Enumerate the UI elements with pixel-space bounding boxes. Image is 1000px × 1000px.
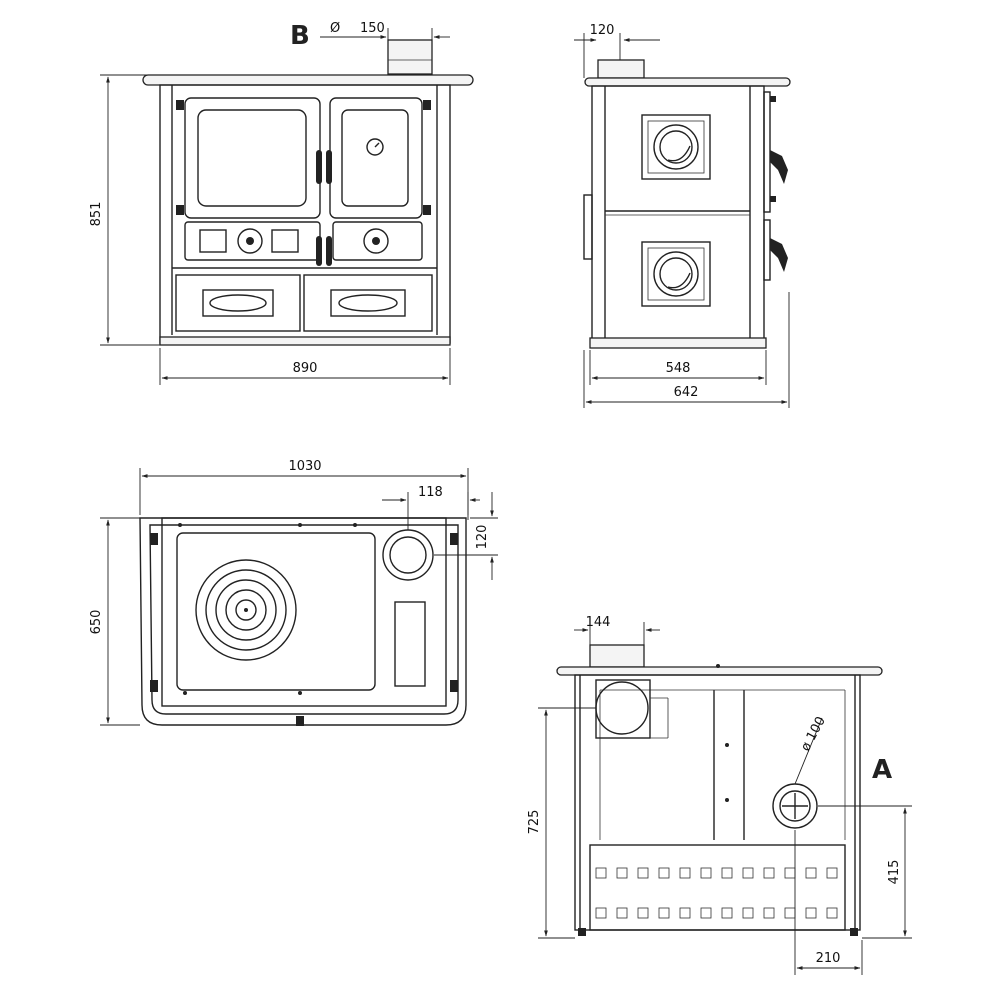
top-cooktop <box>161 517 447 707</box>
front-drawer-right <box>303 274 433 332</box>
hotplate-ring-icon <box>195 559 297 661</box>
back-air-inlet-diameter-dim: ø 100 <box>798 714 829 754</box>
side-total-depth-dim: 642 <box>674 385 699 400</box>
side-body <box>591 85 765 341</box>
door-handle-icon <box>316 150 322 184</box>
side-body-depth-dim: 548 <box>666 361 691 376</box>
view-label-b: B <box>290 21 310 51</box>
air-control-knob-icon <box>363 228 389 254</box>
side-view: 120 548 642 <box>574 23 791 408</box>
door-handle-icon <box>770 150 788 184</box>
back-flue-width-dim: 144 <box>586 615 611 630</box>
top-inspection-cover <box>394 601 426 687</box>
sun-moon-emblem-icon <box>653 124 699 170</box>
top-width-dim: 1030 <box>288 459 321 474</box>
door-handle-icon <box>326 150 332 184</box>
view-label-a: A <box>872 755 892 785</box>
side-panel-emblem-bottom <box>641 241 711 307</box>
back-flue-collar <box>589 644 645 668</box>
back-flue-height-dim: 725 <box>527 810 542 835</box>
top-flue-offset-y-dim: 120 <box>475 525 490 550</box>
front-flue-diameter-symbol: Ø <box>330 21 340 36</box>
side-panel-emblem-top <box>641 114 711 180</box>
front-cooktop <box>142 74 474 86</box>
sun-moon-emblem-icon <box>653 251 699 297</box>
top-flue-offset-x-dim: 118 <box>418 485 443 500</box>
side-flue-offset-dim: 120 <box>590 23 615 38</box>
front-drawer-left <box>175 274 301 332</box>
front-width-dim: 890 <box>293 361 318 376</box>
top-rail-outline <box>139 517 467 726</box>
side-cooktop <box>584 77 791 87</box>
drawer-emblem-icon <box>209 294 267 312</box>
vent-row-top <box>595 867 838 879</box>
air-control-knob-icon <box>237 228 263 254</box>
back-cooktop <box>556 666 883 676</box>
top-depth-dim: 650 <box>89 610 104 635</box>
back-air-inlet-offset-dim: 210 <box>816 951 841 966</box>
drawer-emblem-icon <box>338 294 398 312</box>
front-flue-collar <box>387 39 433 75</box>
side-flue-collar <box>597 59 645 79</box>
back-air-inlet-height-dim: 415 <box>887 860 902 885</box>
top-view: 1030 118 120 650 <box>89 459 498 726</box>
vent-row-bottom <box>595 907 838 919</box>
oven-thermometer-icon <box>366 138 384 156</box>
back-view: 144 725 ø 100 A 415 210 <box>527 615 912 975</box>
front-firebox-door <box>184 97 321 219</box>
door-handle-icon <box>770 238 788 272</box>
back-ash-pan <box>589 844 846 931</box>
top-hotplate <box>176 532 376 691</box>
front-view: 851 890 Ø 150 B <box>89 21 474 385</box>
front-height-dim: 851 <box>89 202 104 227</box>
front-flue-diameter-dim: 150 <box>360 21 385 36</box>
